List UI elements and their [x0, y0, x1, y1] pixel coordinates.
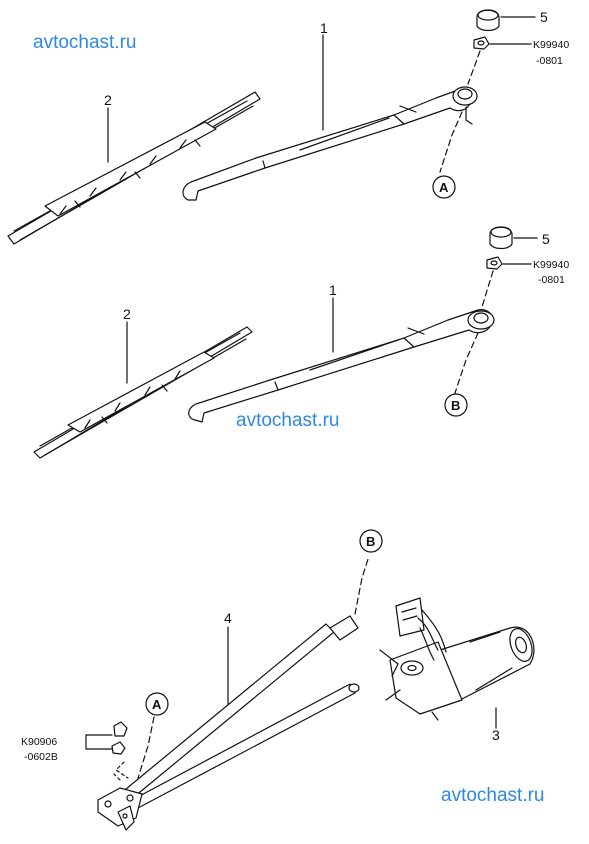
callout-blade-top: 2: [104, 92, 112, 108]
callout-motor: 3: [492, 727, 500, 743]
callout-cap-bottom: 5: [542, 231, 550, 247]
part-number-nut-bottom-2: -0801: [538, 274, 565, 286]
wiper-arm-bottom: [188, 309, 495, 423]
callout-arm-bottom: 1: [329, 282, 337, 298]
connector-circle-top-arm: [432, 175, 456, 199]
connector-circle-motor: [359, 529, 383, 553]
connector-circle-bottom-arm: [444, 393, 468, 417]
watermark-middle: avtochast.ru: [236, 410, 340, 431]
cap-bottom: [489, 226, 513, 250]
part-number-bolt-1: K90906: [21, 736, 57, 748]
nut-bottom: [486, 256, 503, 270]
callout-cap-top: 5: [540, 9, 548, 25]
dash-line-pivot: [137, 716, 155, 779]
part-number-bolt-2: -0602B: [24, 751, 58, 763]
part-number-nut-bottom-1: K99940: [533, 259, 569, 271]
callout-blade-bottom: 2: [123, 306, 131, 322]
connector-label-top-arm: A: [439, 180, 449, 195]
wiper-linkage: [97, 615, 360, 831]
part-number-nut-top-1: K99940: [533, 39, 569, 51]
callout-linkage: 4: [224, 610, 232, 626]
wiper-motor: [379, 597, 535, 721]
connector-label-motor: B: [366, 534, 375, 549]
dash-line-bottom: [454, 270, 494, 394]
connector-label-linkage: A: [152, 697, 162, 712]
dash-line-motor: [354, 555, 370, 615]
watermark-bottom: avtochast.ru: [441, 785, 545, 806]
connector-label-bottom-arm: B: [451, 398, 460, 413]
watermark-top: avtochast.ru: [33, 32, 137, 53]
nut-top: [473, 36, 490, 50]
wiper-blade-top: [7, 91, 261, 245]
bolt-group: [85, 721, 129, 781]
callout-arm-top: 1: [320, 20, 328, 36]
part-number-nut-top-2: -0801: [536, 55, 563, 67]
wiper-blade-bottom: [33, 326, 253, 459]
cap-top: [476, 9, 500, 32]
dash-line-top: [439, 50, 481, 173]
wiper-arm-top: [182, 86, 478, 201]
connector-circle-linkage: [145, 692, 169, 716]
